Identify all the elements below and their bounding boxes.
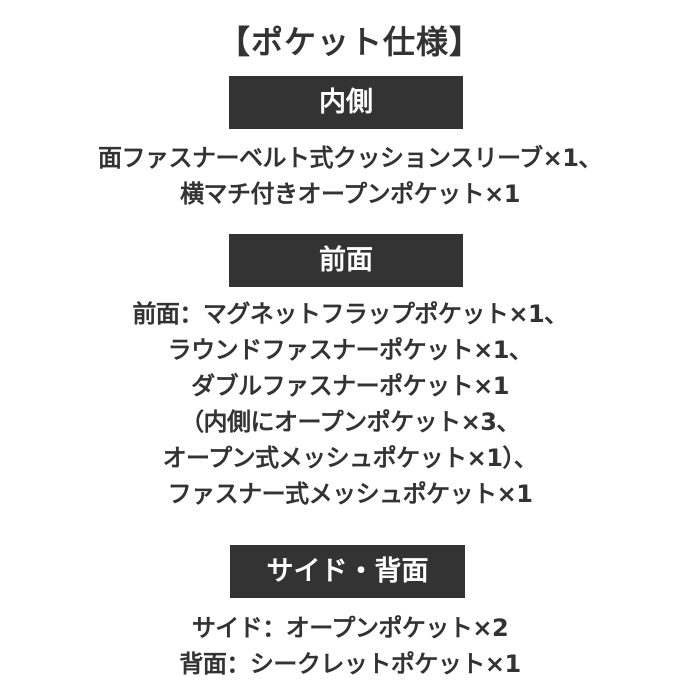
spec-line: オープン式メッシュポケット×1）、	[162, 444, 538, 472]
spec-line: ダブルファスナーポケット×1	[191, 372, 509, 400]
spec-line: サイド：オープンポケット×2	[191, 614, 509, 642]
section-front-lines: 前面：マグネットフラップポケット×1、 ラウンドファスナーポケット×1、 ダブル…	[0, 296, 700, 512]
section-inner-lines: 面ファスナーベルト式クッションスリーブ×1、 横マチ付きオープンポケット×1	[0, 140, 700, 212]
spec-line: ファスナー式メッシュポケット×1	[167, 480, 533, 508]
section-side-back-lines: サイド：オープンポケット×2 背面：シークレットポケット×1	[0, 610, 700, 682]
section-heading-front: 前面	[229, 234, 463, 287]
spec-line: 前面：マグネットフラップポケット×1、	[132, 300, 568, 328]
spec-line: ラウンドファスナーポケット×1、	[167, 336, 533, 364]
spec-line: 面ファスナーベルト式クッションスリーブ×1、	[98, 144, 602, 172]
spec-line: （内側にオープンポケット×3、	[180, 408, 520, 436]
section-heading-side-back: サイド・背面	[230, 545, 465, 598]
spec-line: 横マチ付きオープンポケット×1	[180, 180, 520, 208]
spec-line: 背面：シークレットポケット×1	[179, 650, 521, 678]
page-title: 【ポケット仕様】	[217, 23, 482, 61]
section-heading-inner: 内側	[229, 76, 463, 129]
